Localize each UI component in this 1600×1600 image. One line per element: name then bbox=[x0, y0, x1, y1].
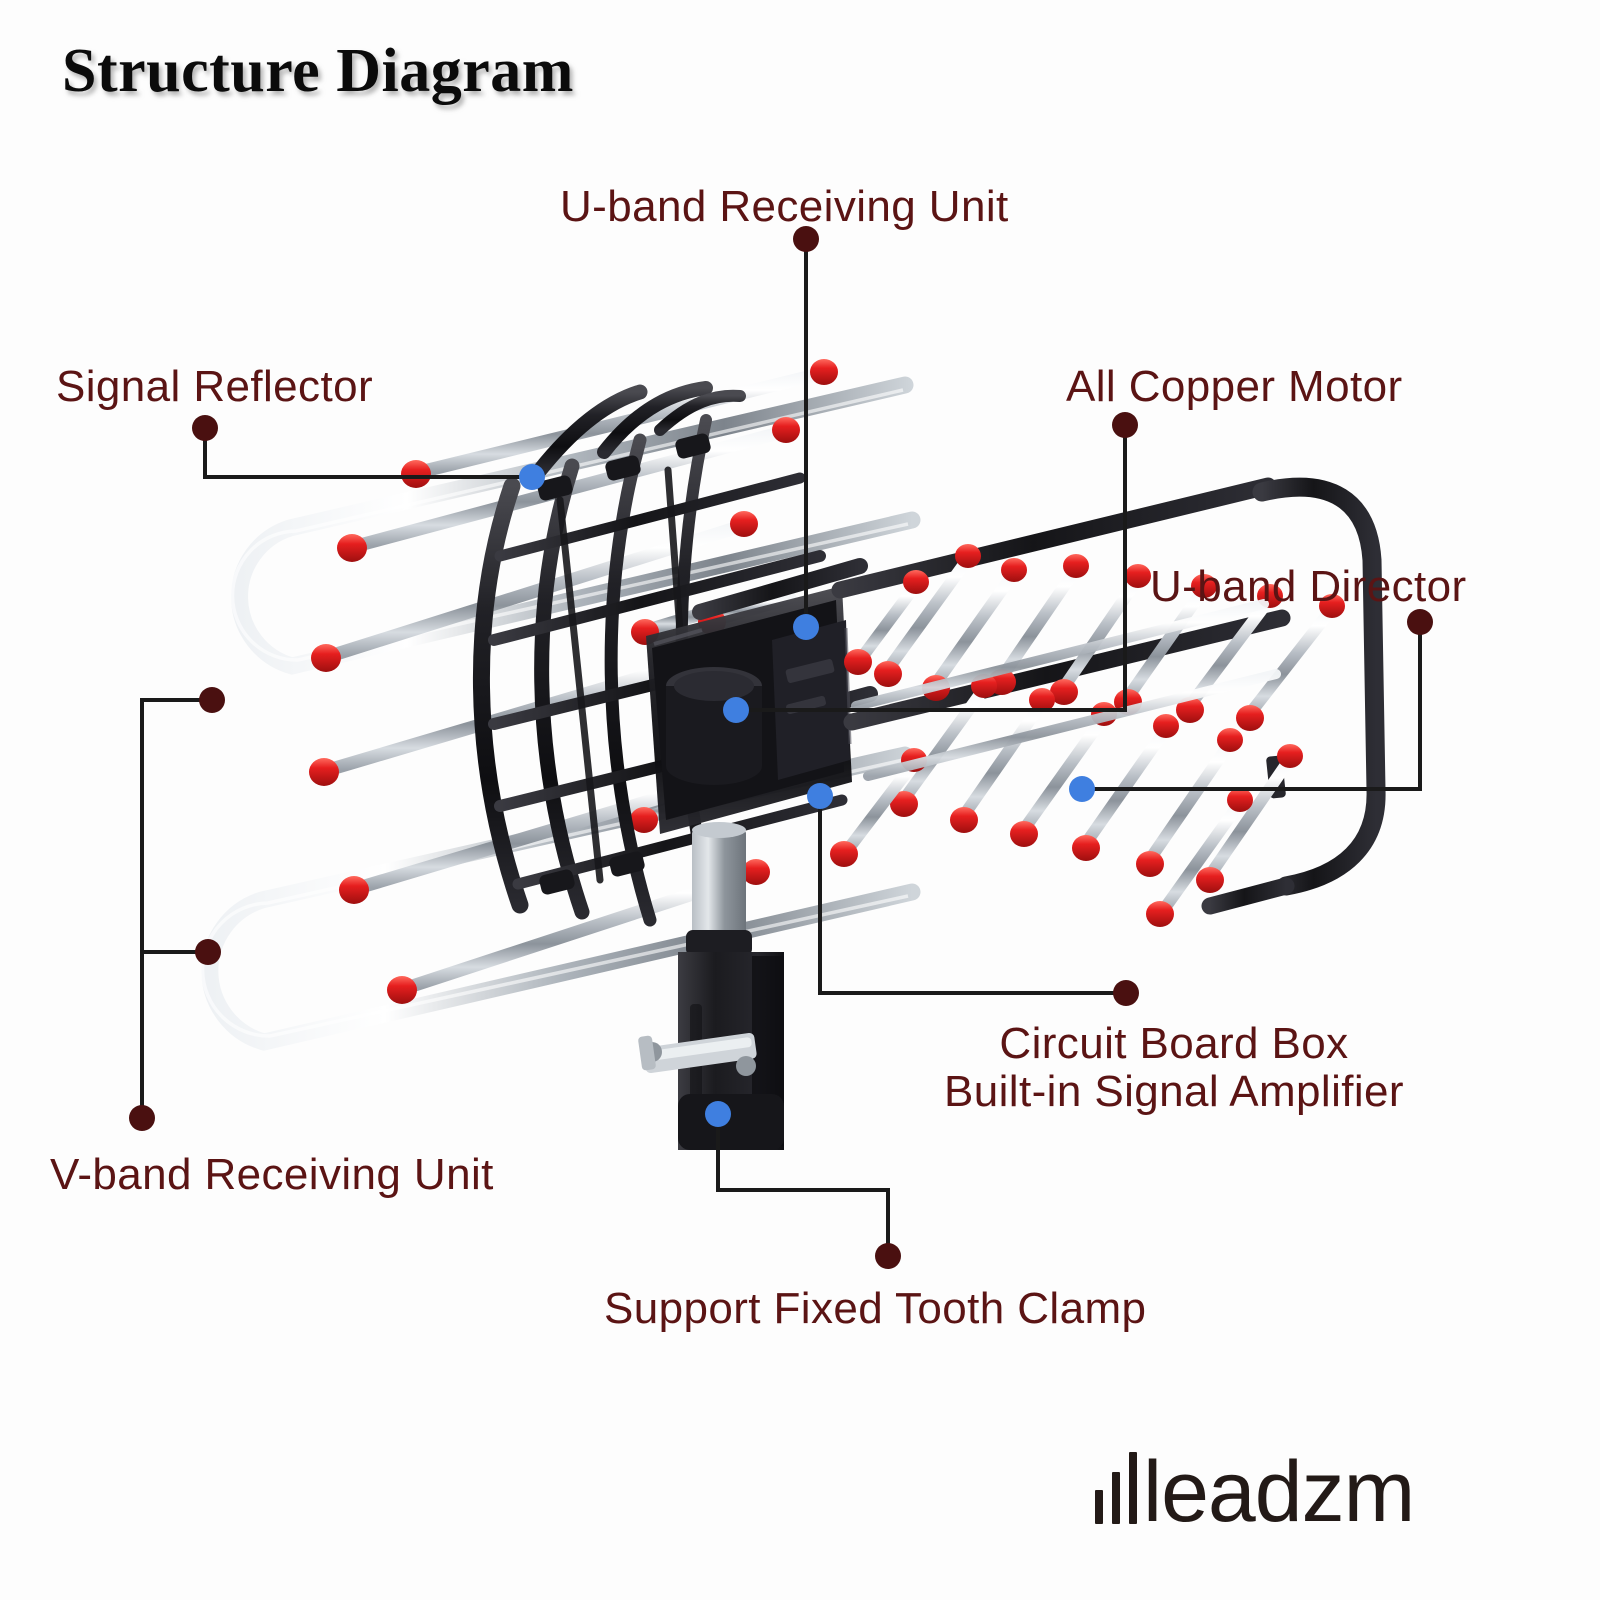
callout-label-u-band-receiving-unit: U-band Receiving Unit bbox=[560, 182, 1009, 231]
brand-wordmark: leadzm bbox=[1143, 1444, 1415, 1541]
callout-label-line-1: Circuit Board Box bbox=[999, 1019, 1349, 1068]
signal-bars-icon bbox=[1095, 1452, 1137, 1530]
callout-label-u-band-director: U-band Director bbox=[1150, 562, 1467, 611]
callout-label-circuit-board-box: Circuit Board Box Built-in Signal Amplif… bbox=[944, 1020, 1404, 1115]
callout-label-line-2: Built-in Signal Amplifier bbox=[944, 1066, 1404, 1116]
callout-label-signal-reflector: Signal Reflector bbox=[56, 362, 373, 411]
callout-label-support-fixed-tooth-clamp: Support Fixed Tooth Clamp bbox=[604, 1284, 1147, 1333]
u-band-director-array bbox=[830, 477, 1386, 927]
callout-label-v-band-receiving-unit: V-band Receiving Unit bbox=[50, 1150, 494, 1199]
brand-logo: leadzm bbox=[1095, 1438, 1415, 1541]
page-title: Structure Diagram bbox=[62, 37, 574, 105]
callout-label-all-copper-motor: All Copper Motor bbox=[1066, 362, 1403, 411]
